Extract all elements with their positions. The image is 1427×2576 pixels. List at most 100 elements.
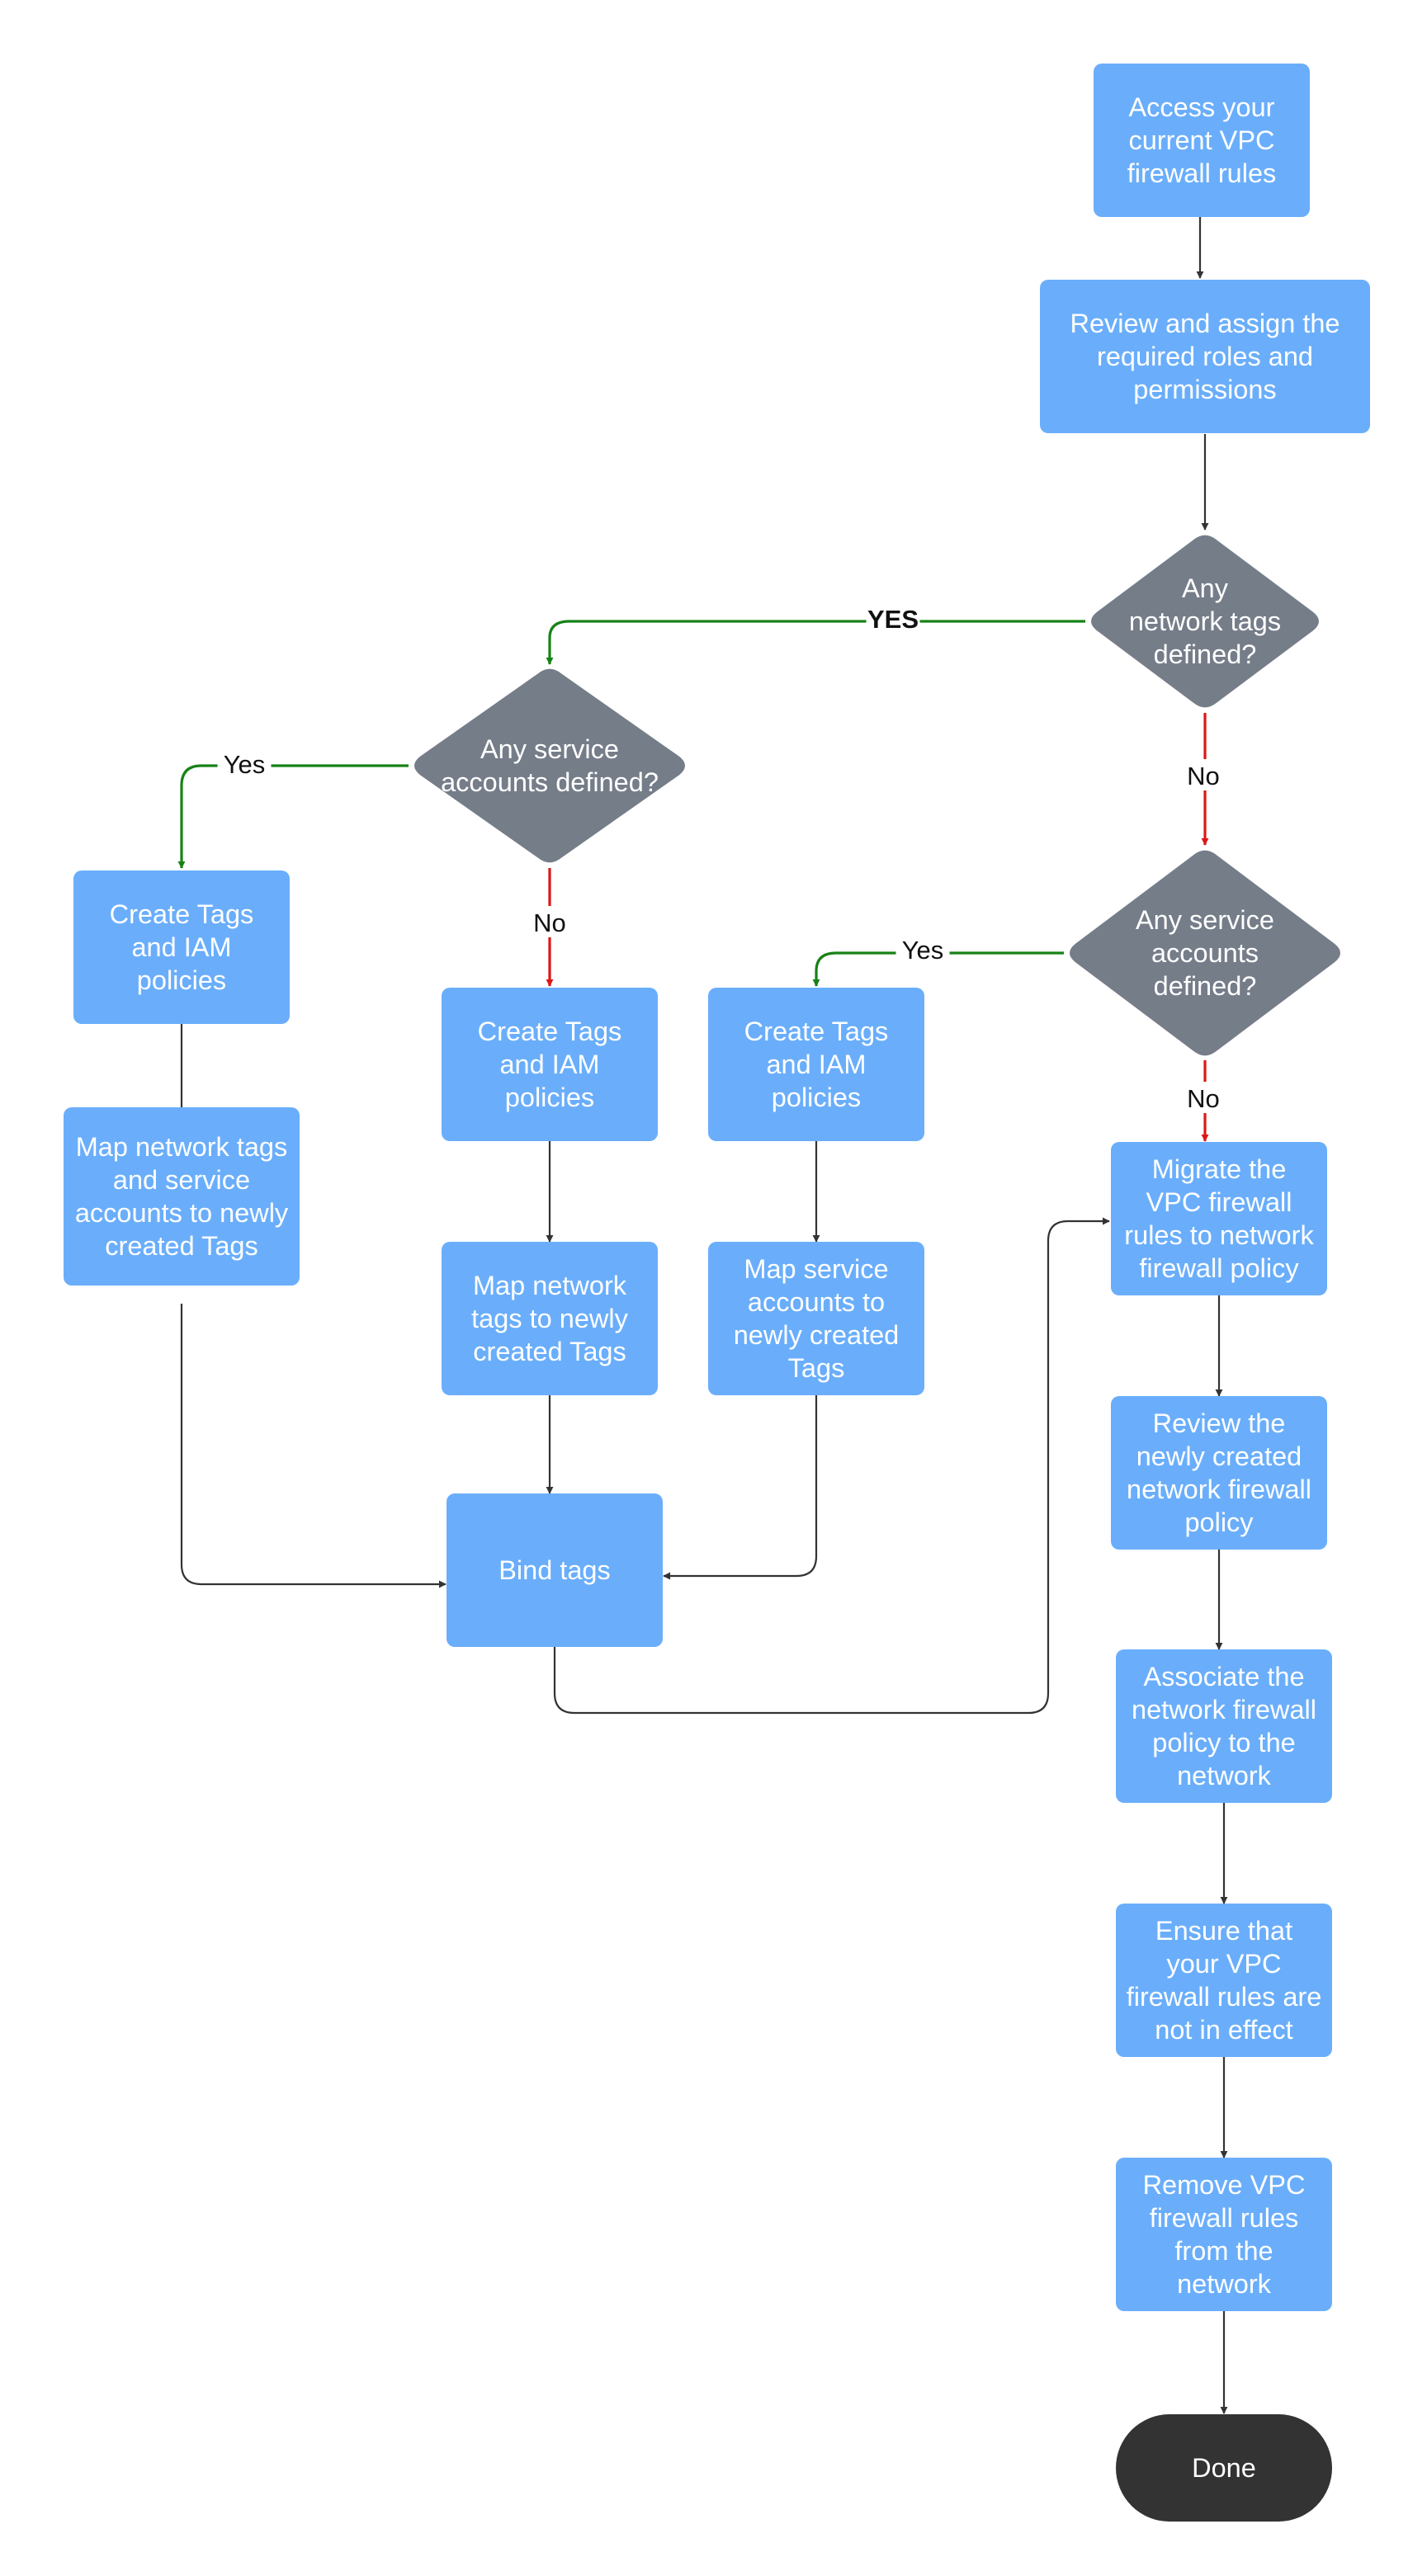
node-label-line: defined? (1154, 971, 1257, 1001)
node-label-line: newly created (1136, 1441, 1302, 1471)
edge-label-no: No (1187, 762, 1220, 790)
node-label-line: network tags (1129, 606, 1281, 636)
node-label-line: Remove VPC (1143, 2170, 1306, 2200)
edges-layer (177, 216, 1228, 2414)
edge-label-yes: Yes (902, 936, 944, 965)
process-shape (1111, 1142, 1327, 1295)
node-label-line: Ensure that (1155, 1916, 1292, 1946)
node-label-line: network (1177, 1761, 1272, 1790)
edge-label-background (866, 602, 920, 634)
node-label-line: Create Tags (478, 1017, 622, 1046)
node-label-line: network firewall (1132, 1695, 1316, 1724)
node-label-line: from the (1174, 2236, 1273, 2266)
process-shape (708, 1242, 924, 1395)
process-shape (708, 988, 924, 1141)
terminal-shape (1116, 2414, 1332, 2522)
process-shape (1116, 1649, 1332, 1803)
node-label-line: firewall rules (1150, 2203, 1299, 2233)
node-label-line: firewall rules are (1127, 1982, 1322, 2012)
decision-shape (414, 668, 685, 863)
node-create-tags-3: Create Tags and IAM policies (708, 988, 924, 1141)
node-create-tags-2: Create Tags and IAM policies (442, 988, 658, 1141)
node-label-line: Map service (744, 1254, 888, 1284)
process-shape (1111, 1396, 1327, 1550)
node-label-line: firewall rules (1127, 158, 1277, 188)
node-label-line: Bind tags (499, 1555, 611, 1585)
edge-bind-tags-to-migrate (553, 1217, 1110, 1715)
process-shape (1116, 1904, 1332, 2057)
node-label-line: not in effect (1155, 2015, 1292, 2045)
node-bind-tags: Bind tags (447, 1493, 663, 1647)
node-label-line: permissions (1133, 375, 1276, 404)
node-label-line: and IAM (499, 1050, 599, 1079)
edge-label-yes: Yes (224, 750, 266, 779)
node-label-line: defined? (1154, 639, 1257, 669)
node-label-line: and service (113, 1165, 250, 1195)
decision-shape (1091, 535, 1319, 708)
node-label-line: Review and assign the (1070, 309, 1340, 338)
edge-label-background (217, 748, 272, 779)
process-shape (1040, 280, 1370, 433)
node-label-line: accounts (1151, 938, 1259, 968)
process-shape (447, 1493, 663, 1647)
edge-sa-defined-left-to-create-tags-1 (177, 764, 409, 869)
node-review-roles: Review and assign the required roles and p… (1040, 280, 1370, 433)
node-done: Done (1116, 2414, 1332, 2522)
node-label-line: Map network tags (76, 1132, 288, 1162)
node-label-line: policy (1184, 1507, 1254, 1537)
node-label-line: accounts to (748, 1287, 885, 1317)
node-label-line: Done (1192, 2453, 1256, 2483)
node-label-line: accounts defined? (441, 767, 659, 797)
node-label-line: Create Tags (744, 1017, 889, 1046)
node-label-line: required roles and (1097, 342, 1313, 371)
node-label-line: Review the (1153, 1408, 1286, 1438)
edge-label-background (531, 906, 569, 937)
edge-label-background (895, 933, 950, 965)
node-label-line: network firewall (1127, 1474, 1311, 1504)
node-label-line: created Tags (473, 1337, 626, 1366)
process-shape (64, 1107, 300, 1286)
node-label-line: Map network (473, 1271, 627, 1300)
node-label-line: accounts to newly (75, 1198, 289, 1228)
edge-label-background (1184, 759, 1222, 790)
node-label-line: policies (772, 1083, 861, 1112)
node-label-line: created Tags (105, 1231, 258, 1261)
process-shape (442, 1242, 658, 1395)
node-label-line: Create Tags (110, 899, 254, 929)
node-label-line: Migrate the (1152, 1154, 1287, 1184)
node-label-line: policy to the (1152, 1728, 1295, 1757)
edge-map-sa-to-bind-tags (663, 1395, 818, 1580)
node-label-line: policies (505, 1083, 594, 1112)
node-label-line: VPC firewall (1146, 1187, 1292, 1217)
process-shape (1094, 64, 1310, 217)
process-shape (73, 870, 290, 1024)
edge-tags-defined-to-sa-defined-left (546, 620, 1085, 665)
node-label-line: current VPC (1128, 125, 1274, 155)
edge-label-yes: YES (867, 605, 919, 634)
node-label-line: your VPC (1166, 1949, 1281, 1979)
edge-label-no: No (1187, 1084, 1220, 1113)
node-label-line: newly created (734, 1320, 900, 1350)
edge-label-background (1184, 1082, 1222, 1113)
node-label-line: firewall policy (1139, 1253, 1299, 1283)
edge-map-tags-sa-to-bind-tags (180, 1304, 447, 1588)
node-label-line: and IAM (131, 932, 231, 962)
node-label-line: and IAM (766, 1050, 866, 1079)
process-shape (442, 988, 658, 1141)
